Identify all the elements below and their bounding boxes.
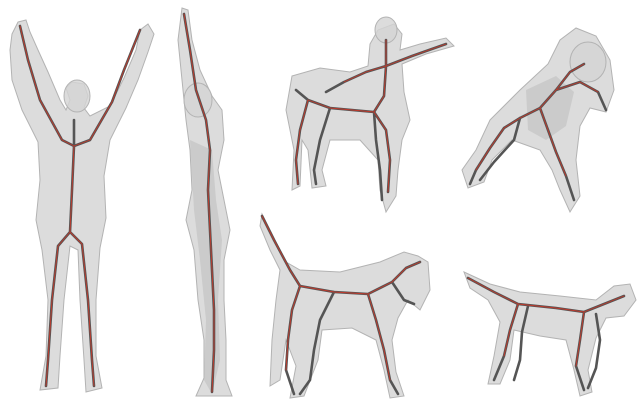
horse-figure: [260, 214, 430, 398]
human-side-figure: [178, 8, 232, 396]
gorilla-figure: [462, 28, 614, 212]
gorilla-head: [570, 42, 606, 82]
wolf-figure: [464, 272, 636, 396]
human-front-head: [64, 80, 90, 112]
centaur-mesh: [286, 24, 454, 212]
centaur-figure: [286, 17, 454, 212]
human-front-figure: [10, 20, 154, 392]
